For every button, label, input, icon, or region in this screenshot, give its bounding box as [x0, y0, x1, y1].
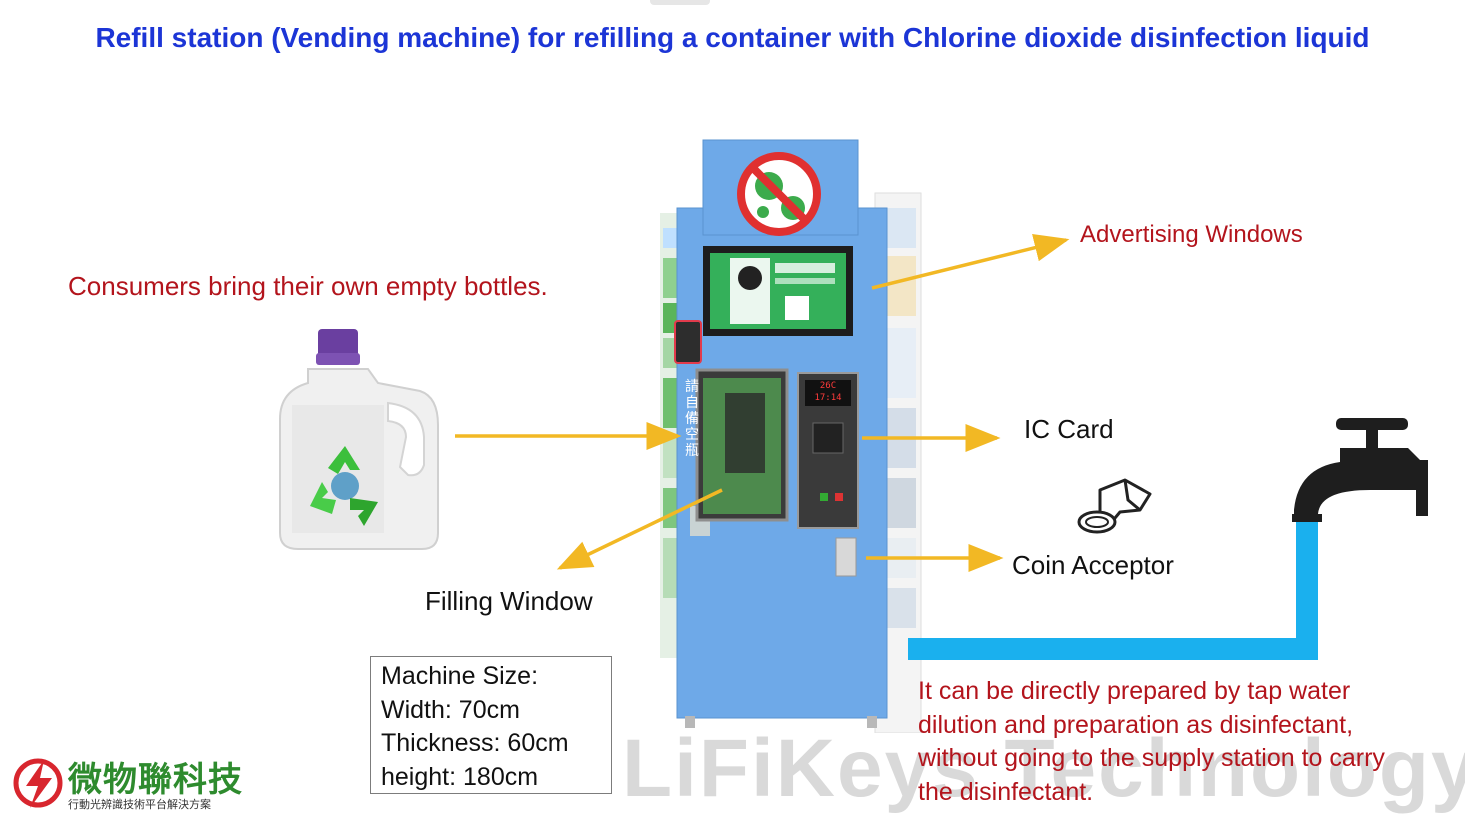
lightning-logo-icon — [13, 758, 63, 808]
description-line: It can be directly prepared by tap water — [918, 677, 1351, 705]
coin-acceptor-label: Coin Acceptor — [1012, 550, 1174, 580]
description: It can be directly prepared by tap water… — [918, 675, 1458, 809]
top-edge-bar — [650, 0, 710, 5]
machine-size-height: height: 180cm — [381, 762, 539, 791]
advertising-windows-label: Advertising Windows — [1080, 221, 1303, 248]
display-temp: 26C — [819, 381, 837, 391]
coin-hand-icon — [1077, 478, 1152, 534]
ic-card-label: IC Card — [1024, 414, 1114, 444]
description-line: without going to the supply station to c… — [918, 744, 1385, 772]
machine-size-thickness: Thickness: 60cm — [381, 729, 569, 757]
filling-window-label: Filling Window — [425, 586, 593, 616]
watermark: LiFiKeys Technology — [622, 723, 1465, 814]
display-time: 17:14 — [814, 393, 842, 403]
no-virus-icon — [737, 152, 821, 236]
recycle-icon — [310, 446, 378, 526]
bottle-icon — [279, 329, 439, 550]
machine-size-heading: Machine Size: — [381, 662, 539, 690]
logo-subtitle: 行動光辨識技術平台解決方案 — [68, 799, 211, 811]
consumers-label: Consumers bring their own empty bottles. — [68, 271, 548, 301]
page-title: Refill station (Vending machine) for ref… — [95, 22, 1370, 53]
logo-name: 微物聯科技 — [68, 761, 243, 799]
machine-size-width: Width: 70cm — [381, 695, 520, 724]
machine-display: 26C 17:14 — [805, 380, 851, 406]
machine-side-text: 請自備空瓶 — [685, 378, 699, 458]
machine-size-box: Machine Size: Width: 70cm Thickness: 60c… — [370, 656, 612, 794]
faucet-icon — [908, 418, 1428, 660]
description-line: the disinfectant. — [918, 777, 1094, 806]
description-line: dilution and preparation as disinfectant… — [918, 710, 1354, 739]
